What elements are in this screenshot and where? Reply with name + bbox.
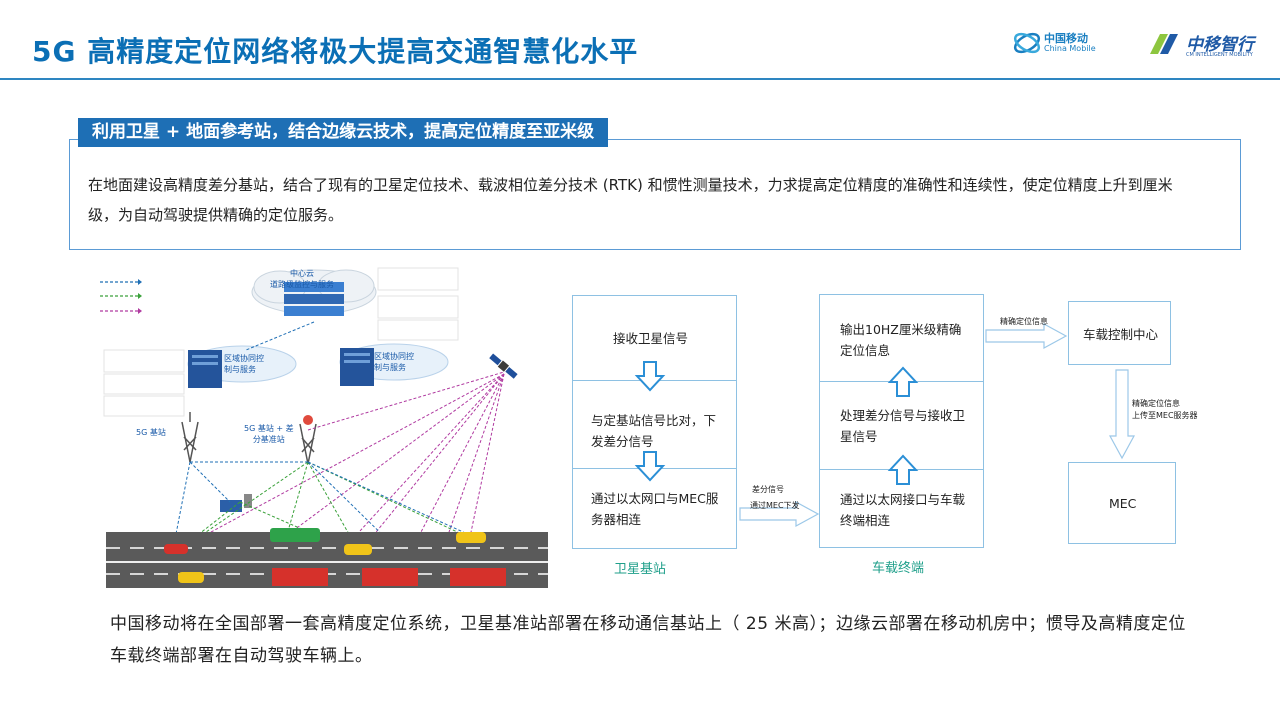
5g-station-label: 5G 基站 <box>136 428 166 437</box>
page-title: 5G 高精度定位网络将极大提高交通智慧化水平 <box>32 35 639 68</box>
china-mobile-logo-cn: 中国移动 <box>1044 32 1088 45</box>
placeholder-boxes <box>103 267 459 417</box>
satellite-station-caption: 卫星基站 <box>614 562 667 577</box>
5g-tower-icon <box>181 412 199 463</box>
mid-arrow-label1: 差分信号 <box>752 485 784 494</box>
cmim-logo-en: CM INTELLIGENT MOBILITY <box>1186 52 1253 58</box>
edge-cloud-left-label: 区域协同控制与服务 <box>224 354 264 374</box>
edge-cloud-left <box>187 345 297 388</box>
china-mobile-mark-icon <box>1013 32 1041 54</box>
down-arrow-icon <box>634 361 666 482</box>
5g-ref-station-label: 5G 基站 + 差分基准站 <box>244 424 294 444</box>
mec-label: MEC <box>1109 496 1137 511</box>
section-description: 在地面建设高精度差分基站，结合了现有的卫星定位技术、载波相位差分技术 (RTK)… <box>88 176 1173 224</box>
china-mobile-logo-en: China Mobile <box>1044 44 1096 53</box>
cm-intelligent-mobility-logo: 中移智行 CM INTELLIGENT MOBILITY <box>1144 28 1264 62</box>
china-mobile-logo: 中国移动 China Mobile <box>1012 28 1122 60</box>
5g-ref-tower-icon <box>299 415 317 465</box>
roadside-unit-icon <box>220 494 252 512</box>
right-arrow-icon <box>739 322 1068 528</box>
vehicle-step3: 通过以太网接口与车载终端相连 <box>840 492 966 528</box>
vehicle-step2: 处理差分信号与接收卫星信号 <box>840 408 966 444</box>
down-arrow-label1: 精确定位信息 <box>1132 399 1180 408</box>
center-cloud-label: 中心云道路级监控与服务 <box>270 269 334 289</box>
network-illustration <box>100 267 548 588</box>
satellite-station-box: 接收卫星信号 与定基站信号比对，下发差分信号 通过以太网口与MEC服务器相连 <box>572 295 737 549</box>
top-arrow-label: 精确定位信息 <box>1000 317 1048 326</box>
vehicles <box>164 528 506 586</box>
cmim-logo-cn: 中移智行 <box>1186 35 1254 55</box>
mid-arrow-label2: 通过MEC下发 <box>750 501 800 510</box>
flow-arrows <box>634 322 1136 528</box>
vehicle-step1: 输出10HZ厘米级精确定位信息 <box>840 322 962 358</box>
footer-text: 中国移动将在全国部署一套高精度定位系统，卫星基准站部署在移动通信基站上（ 25 … <box>110 614 1186 666</box>
satellite-icon <box>489 353 518 379</box>
mec-box: MEC <box>1068 462 1176 544</box>
satellite-step1: 接收卫星信号 <box>613 331 689 346</box>
cmim-mark-icon <box>1150 34 1178 54</box>
control-center-box: 车载控制中心 <box>1068 301 1171 365</box>
down-flow-arrow-icon <box>1108 369 1136 460</box>
section-subtitle: 利用卫星 + 地面参考站，结合边缘云技术，提高定位精度至亚米级 <box>78 118 609 147</box>
legend <box>100 279 142 314</box>
edge-cloud-right <box>339 343 449 386</box>
satellite-step2: 与定基站信号比对，下发差分信号 <box>591 413 717 449</box>
description-box <box>69 139 1241 250</box>
title-divider <box>0 78 1280 80</box>
center-cloud <box>251 269 377 316</box>
control-center-label: 车载控制中心 <box>1083 327 1159 342</box>
vehicle-terminal-box: 输出10HZ厘米级精确定位信息 处理差分信号与接收卫星信号 通过以太网接口与车载… <box>819 294 984 548</box>
satellite-step3: 通过以太网口与MEC服务器相连 <box>591 491 719 527</box>
down-arrow-label2: 上传至MEC服务器 <box>1132 411 1198 420</box>
vehicle-terminal-caption: 车载终端 <box>872 561 925 576</box>
up-arrow-icon <box>887 366 919 485</box>
edge-cloud-right-label: 区域协同控制与服务 <box>374 352 414 372</box>
